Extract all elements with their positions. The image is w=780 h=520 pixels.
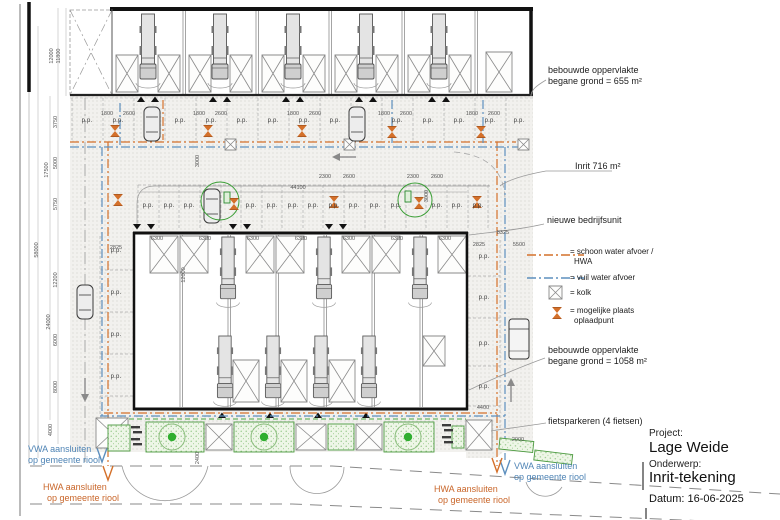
top-building <box>69 7 533 102</box>
public-road <box>30 465 780 520</box>
legend-samples <box>527 254 584 319</box>
dimension-extension-lines <box>19 2 467 516</box>
annotation-area-top-line2: begane grond = 655 m² <box>548 76 642 86</box>
hwa-connection-left-line1: HWA aansluiten <box>43 482 107 492</box>
titleblock-rules <box>642 462 647 519</box>
annotation-fietsparkeren: fietsparkeren (4 fietsen) <box>548 416 643 426</box>
legend-kolk: = kolk <box>570 288 592 297</box>
titleblock-project-label: Project: <box>649 428 683 439</box>
vwa-connection-right-line2: op gemeente riool <box>514 472 587 482</box>
hwa-connection-right-line1: HWA aansluiten <box>434 484 498 494</box>
annotation-inrit: Inrit 716 m² <box>575 161 621 171</box>
main-building <box>132 224 468 418</box>
annotation-area-main-line2: begane grond = 1058 m² <box>548 356 647 366</box>
titleblock-project-name: Lage Weide <box>649 439 729 456</box>
vwa-connection-right-line1: VWA aansluiten <box>514 461 578 471</box>
annotation-area-main-line1: bebouwde oppervlakte <box>548 345 639 355</box>
utility-lines <box>70 100 521 483</box>
oplaadpunt-icon <box>552 307 562 319</box>
annotation-nieuwe-bedrijfsunit: nieuwe bedrijfsunit <box>547 215 622 225</box>
legend-oplaadpunt-line1: = mogelijke plaats <box>570 306 635 315</box>
lane-markings <box>81 98 515 462</box>
hwa-connection-right-line2: op gemeente riool <box>438 495 511 505</box>
annotation-leaders <box>468 79 612 432</box>
legend-schoon-water-line2: HWA <box>574 257 593 266</box>
vwa-connection-left-line2: op gemeente riool <box>28 455 101 465</box>
legend-vuil-water: = vuil water afvoer <box>570 273 636 282</box>
charging-points <box>110 125 486 221</box>
legend-oplaadpunt-line2: oplaadpunt <box>574 316 614 325</box>
parking-stall-lines <box>70 97 533 428</box>
hwa-connection-left-line2: op gemeente riool <box>47 493 120 503</box>
titleblock-date: Datum: 16-06-2025 <box>649 493 744 505</box>
legend-schoon-water-line1: = schoon water afvoer / <box>570 247 654 256</box>
titleblock-subject-name: Inrit-tekening <box>649 469 736 486</box>
kolk-icon <box>549 286 562 299</box>
titleblock-subject-label: Onderwerp: <box>649 459 702 470</box>
vwa-connection-left-line1: VWA aansluiten <box>28 444 92 454</box>
annotation-area-top-line1: bebouwde oppervlakte <box>548 65 639 75</box>
greenery-strip <box>107 422 574 466</box>
